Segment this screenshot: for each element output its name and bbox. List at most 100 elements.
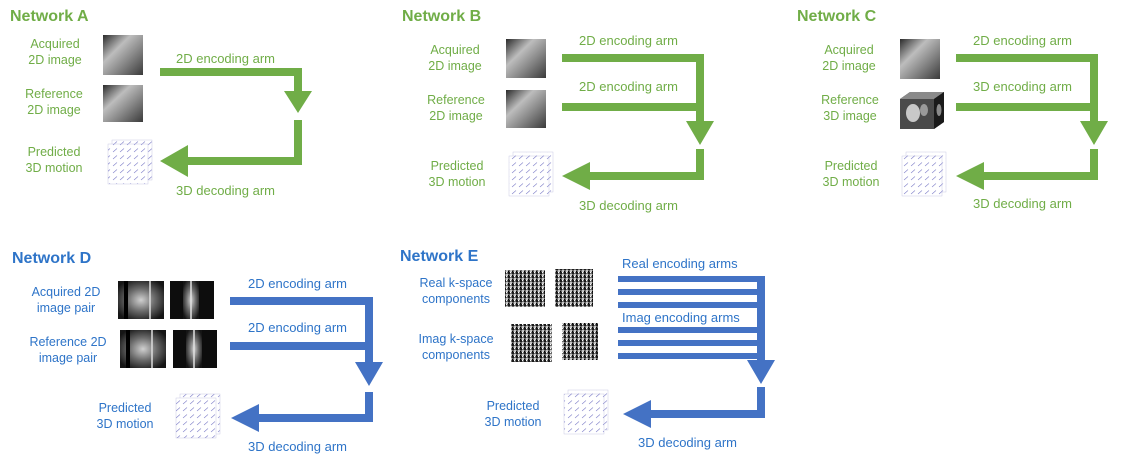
network-c-reference-3d-image	[900, 92, 944, 129]
network-c-acquired-label: Acquired 2D image	[814, 42, 884, 74]
network-b-title: Network B	[402, 8, 482, 25]
network-e-real-arm-2	[618, 289, 757, 295]
network-e-output-label: Predicted 3D motion	[478, 398, 548, 430]
network-e-imag-arm-1	[618, 327, 757, 333]
network-a-reference-label: Reference 2D image	[18, 86, 90, 118]
network-a-output-line2: 3D motion	[25, 161, 83, 175]
network-c-output-line1: Predicted	[824, 159, 878, 173]
network-e-imag-kspace-2	[562, 323, 598, 360]
network-e-arrows	[618, 276, 775, 428]
network-c-output-label: Predicted 3D motion	[816, 158, 886, 190]
network-c-reference-line2: 3D image	[823, 109, 877, 123]
network-a-reference-image	[103, 85, 143, 122]
network-a-acquired-line1: Acquired	[30, 37, 80, 51]
network-d-title: Network D	[12, 250, 92, 267]
network-c-acquired-line2: 2D image	[822, 59, 876, 73]
network-a-reference-line1: Reference	[25, 87, 83, 101]
network-c-reference-line1: Reference	[821, 93, 879, 107]
network-d-encoder-trunk	[355, 297, 383, 386]
network-b-images	[506, 39, 554, 197]
network-a-acquired-image	[103, 35, 143, 75]
network-e-real-kspace-2	[555, 269, 593, 307]
network-c-arrows	[956, 54, 1108, 190]
network-b-encoder-arrow-2	[562, 103, 696, 111]
network-e-real-label: Real k-space components	[412, 275, 500, 307]
network-d-reference-line2: image pair	[38, 351, 98, 365]
network-a-arrows	[160, 68, 312, 177]
network-d-encoder-arrow-1	[230, 297, 365, 305]
network-e-imag-line2: components	[421, 348, 491, 362]
network-a-images	[103, 35, 153, 185]
network-b-output-label: Predicted 3D motion	[422, 158, 492, 190]
network-d-motion-field	[175, 393, 221, 439]
network-b-encoder-trunk	[686, 54, 714, 145]
network-b-encoder-label-1: 2D encoding arm	[579, 33, 678, 48]
network-e-real-arm-3	[618, 302, 757, 308]
network-e-real-line2: components	[421, 292, 491, 306]
network-c-acquired-image	[900, 39, 940, 79]
network-e-decoder-arrow	[623, 387, 765, 428]
network-e-output-line1: Predicted	[486, 399, 540, 413]
network-b-output-line2: 3D motion	[428, 175, 486, 189]
network-d-arrows	[230, 297, 383, 432]
network-b-encoder-arrow-1	[562, 54, 696, 62]
network-b-reference-line1: Reference	[427, 93, 485, 107]
network-d-reference-label: Reference 2D image pair	[20, 334, 116, 366]
network-e-real-kspace-1	[505, 270, 545, 307]
network-d-encoder-arrow-2	[230, 342, 365, 350]
network-c-reference-label: Reference 3D image	[812, 92, 888, 124]
network-c-encoder-label-1: 2D encoding arm	[973, 33, 1072, 48]
network-d-acquired-line1: Acquired 2D	[31, 285, 101, 299]
network-d-acquired-line2: image pair	[36, 301, 96, 315]
network-a-decoder-arrow	[160, 120, 302, 177]
network-b-reference-image	[506, 90, 546, 128]
network-c-motion-field	[901, 151, 947, 197]
network-e-imag-kspace-1	[511, 324, 552, 362]
network-a-motion-field	[107, 139, 153, 185]
network-e-images	[505, 269, 609, 435]
network-a-acquired-label: Acquired 2D image	[22, 36, 88, 68]
network-b-acquired-line2: 2D image	[428, 59, 482, 73]
network-b-reference-line2: 2D image	[429, 109, 483, 123]
network-b-encoder-label-2: 2D encoding arm	[579, 79, 678, 94]
network-b-acquired-line1: Acquired	[430, 43, 480, 57]
network-d-decoder-arrow	[231, 392, 373, 432]
network-d-reference-line1: Reference 2D	[29, 335, 107, 349]
network-e-imag-line1: Imag k-space	[418, 332, 494, 346]
network-c-images	[900, 39, 947, 197]
network-d-images	[118, 281, 221, 439]
network-e-output-line2: 3D motion	[484, 415, 542, 429]
network-b-acquired-label: Acquired 2D image	[420, 42, 490, 74]
network-d-output-label: Predicted 3D motion	[90, 400, 160, 432]
network-c-encoder-arrow-2	[956, 103, 1090, 111]
network-d-encoder-label-1: 2D encoding arm	[248, 276, 347, 291]
network-a-output-label: Predicted 3D motion	[20, 144, 88, 176]
network-b-reference-label: Reference 2D image	[418, 92, 494, 124]
network-a-encoder-arrow	[160, 68, 312, 113]
network-e-imag-label: Imag k-space components	[412, 331, 500, 363]
network-e-motion-field	[563, 389, 609, 435]
network-d-encoder-label-2: 2D encoding arm	[248, 320, 347, 335]
network-e-imag-arms-label: Imag encoding arms	[622, 310, 740, 325]
network-e-title: Network E	[400, 248, 479, 265]
network-c-title: Network C	[797, 8, 877, 25]
network-e-decoder-label: 3D decoding arm	[638, 435, 737, 450]
network-e-real-line1: Real k-space	[419, 276, 493, 290]
network-a-encoder-label: 2D encoding arm	[176, 51, 275, 66]
network-d-decoder-label: 3D decoding arm	[248, 439, 347, 454]
network-b-decoder-label: 3D decoding arm	[579, 198, 678, 213]
network-a-output-line1: Predicted	[27, 145, 81, 159]
network-a-decoder-label: 3D decoding arm	[176, 183, 275, 198]
network-e-real-arm-1	[618, 276, 757, 282]
network-c-encoder-arrow-1	[956, 54, 1090, 62]
network-d-reference-pair	[120, 330, 217, 368]
network-c-output-line2: 3D motion	[822, 175, 880, 189]
network-a-acquired-line2: 2D image	[28, 53, 82, 67]
network-b-arrows	[562, 54, 714, 190]
network-b-motion-field	[508, 151, 554, 197]
network-d-output-line1: Predicted	[98, 401, 152, 415]
network-e-encoder-trunk	[747, 276, 775, 384]
network-c-encoder-trunk	[1080, 54, 1108, 145]
network-e-real-arms-label: Real encoding arms	[622, 256, 738, 271]
